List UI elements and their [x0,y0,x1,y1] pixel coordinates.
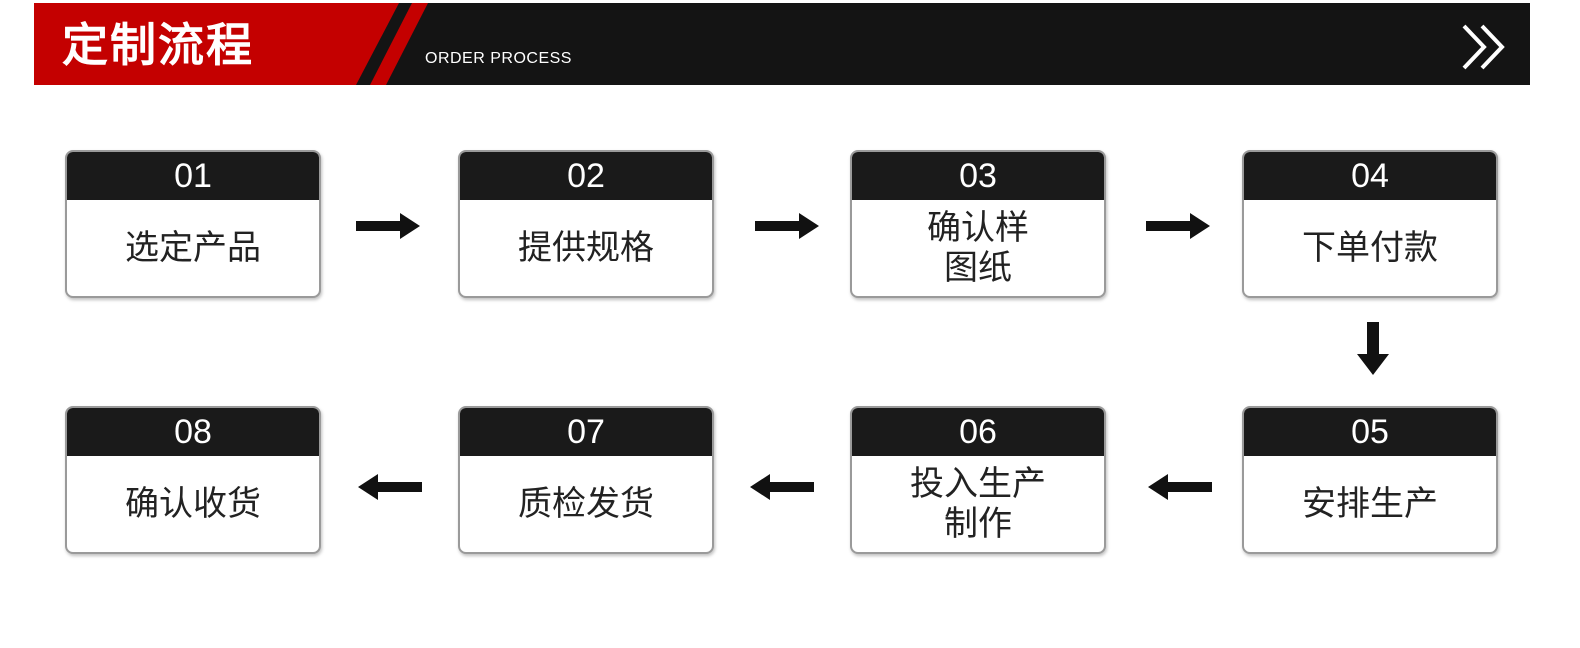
step-label: 下单付款 [1302,228,1438,268]
step-number: 03 [852,152,1104,200]
step-04: 04 下单付款 [1242,150,1498,298]
arrow-right-icon [755,213,819,239]
step-label: 提供规格 [518,228,654,268]
header-red-stripe [370,3,428,85]
step-label: 投入生产制作 [910,464,1046,544]
header-accent [34,3,428,85]
step-05: 05 安排生产 [1242,406,1498,554]
header-subtitle: ORDER PROCESS [425,50,572,67]
step-label: 质检发货 [518,484,654,524]
header-red-block [34,3,399,85]
step-02: 02 提供规格 [458,150,714,298]
step-number: 01 [67,152,319,200]
step-label: 确认收货 [125,484,261,524]
step-label: 确认样图纸 [927,208,1029,288]
step-07: 07 质检发货 [458,406,714,554]
arrow-left-icon [358,474,422,500]
arrow-right-icon [1146,213,1210,239]
double-chevron-right-icon [1462,24,1505,70]
step-number: 06 [852,408,1104,456]
arrow-down-icon [1357,322,1389,375]
step-label: 安排生产 [1302,484,1438,524]
step-number: 05 [1244,408,1496,456]
step-08: 08 确认收货 [65,406,321,554]
header-title: 定制流程 [62,18,254,72]
step-number: 07 [460,408,712,456]
step-number: 04 [1244,152,1496,200]
step-number: 02 [460,152,712,200]
arrow-right-icon [356,213,420,239]
step-01: 01 选定产品 [65,150,321,298]
step-06: 06 投入生产制作 [850,406,1106,554]
step-03: 03 确认样图纸 [850,150,1106,298]
step-label: 选定产品 [125,228,261,268]
arrow-left-icon [1148,474,1212,500]
arrow-left-icon [750,474,814,500]
step-number: 08 [67,408,319,456]
